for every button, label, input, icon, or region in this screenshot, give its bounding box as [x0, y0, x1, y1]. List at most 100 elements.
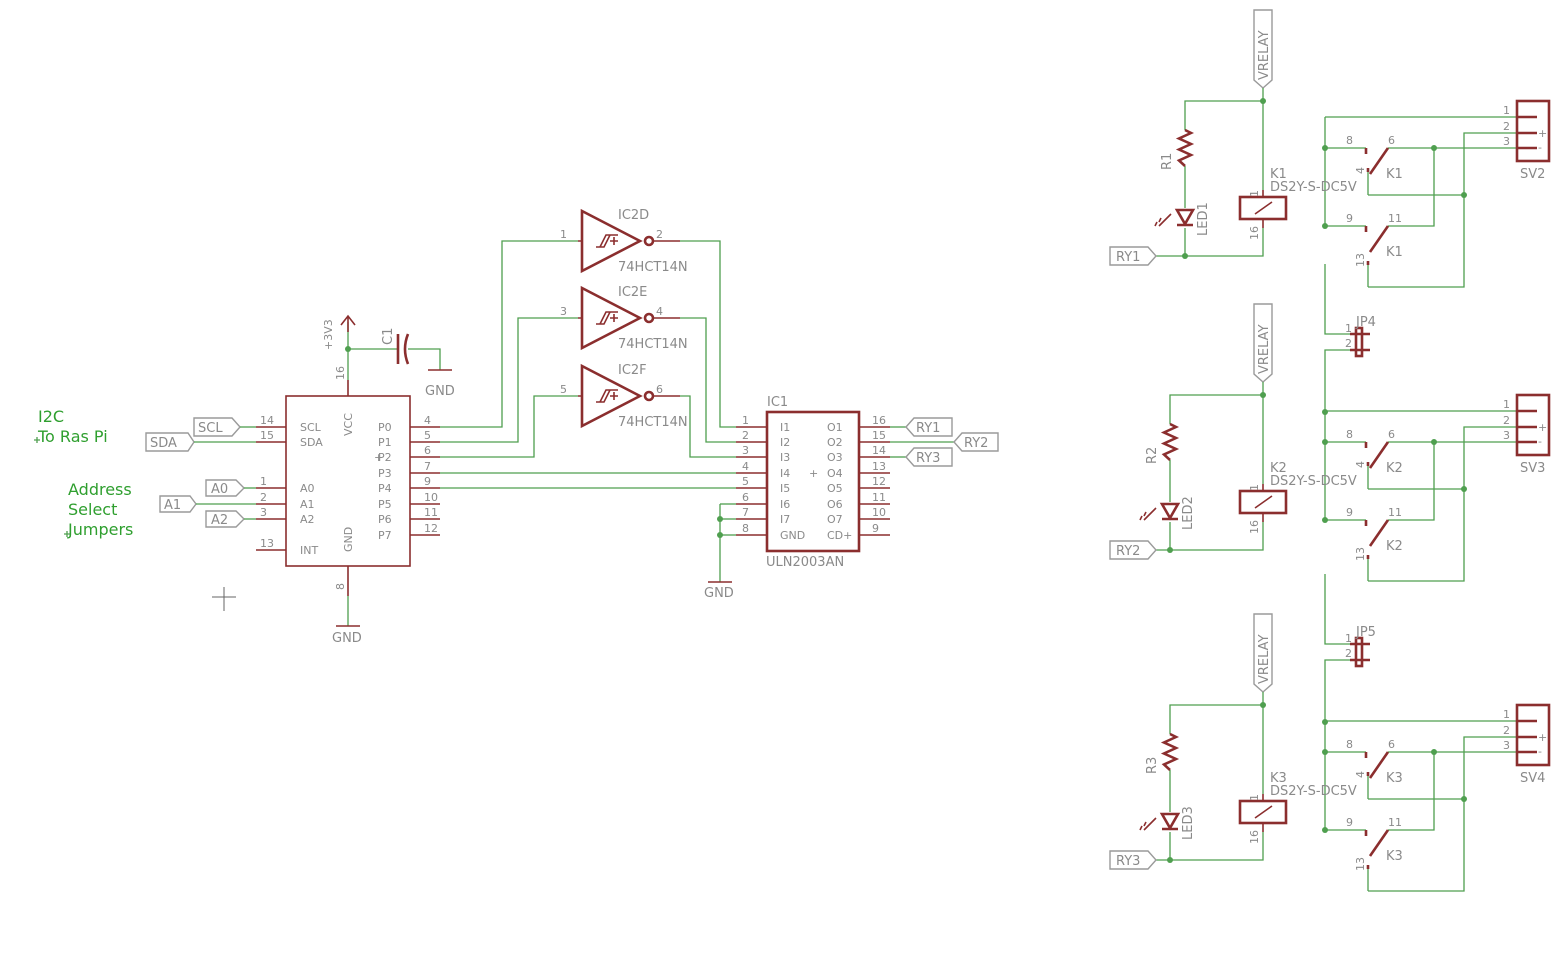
note-address-line3: Jumpers: [67, 520, 133, 539]
expander-pin-number: 3: [260, 506, 267, 519]
svg-text:K1: K1: [1386, 167, 1403, 182]
inverter-bubble: [643, 312, 655, 324]
inverter-name: IC2D: [618, 208, 649, 223]
uln-pin-label: O3: [827, 451, 843, 464]
svg-text:K3: K3: [1386, 771, 1403, 786]
connector-4: 123+-SV4: [1503, 703, 1551, 786]
svg-text:R3: R3: [1145, 757, 1160, 774]
resistor: R3: [1145, 732, 1180, 774]
uln-pin-number: 5: [742, 475, 749, 488]
svg-text:13: 13: [1354, 253, 1367, 267]
capacitor-c1: C1: [381, 328, 410, 365]
net-label-vrelay: VRELAY: [1253, 613, 1273, 693]
svg-text:K1: K1: [1270, 167, 1287, 182]
expander-pin-label: P4: [378, 482, 392, 495]
uln-pin-label: I6: [780, 498, 790, 511]
uln-pin-label: O6: [827, 498, 843, 511]
uln-pin-label: I4: [780, 467, 790, 480]
svg-text:3: 3: [1503, 135, 1510, 148]
uln-pin-number: 15: [872, 429, 886, 442]
junction: [1167, 857, 1173, 863]
expander-pin-number: 9: [424, 475, 431, 488]
relay-wires: [1156, 88, 1517, 288]
led: LED3: [1139, 806, 1196, 840]
svg-text:RY2: RY2: [1116, 544, 1140, 559]
svg-text:LED3: LED3: [1181, 806, 1196, 840]
svg-text:DS2Y-S-DC5V: DS2Y-S-DC5V: [1270, 784, 1357, 799]
svg-text:6: 6: [1388, 428, 1395, 441]
svg-text:+: +: [1538, 127, 1547, 140]
uln-pin-label: O7: [827, 513, 843, 526]
uln-pin-label: CD+: [827, 529, 852, 542]
uln-pin-label: I1: [780, 421, 790, 434]
svg-text:VRELAY: VRELAY: [1257, 30, 1272, 80]
expander-pin-label: P3: [378, 467, 392, 480]
junction: [1167, 547, 1173, 553]
uln-pin-label: O2: [827, 436, 843, 449]
expander-pin-label: P1: [378, 436, 392, 449]
svg-text:3: 3: [1503, 739, 1510, 752]
junction: [1461, 486, 1467, 492]
svg-text:SV3: SV3: [1520, 461, 1545, 476]
net-label-ry2-out: RY2: [953, 432, 999, 452]
svg-text:LED1: LED1: [1196, 202, 1211, 236]
junction: [1260, 702, 1266, 708]
svg-text:SDA: SDA: [150, 436, 177, 451]
svg-text:VRELAY: VRELAY: [1257, 634, 1272, 684]
relay-wires: [1156, 692, 1517, 892]
gnd-expander: GND: [332, 625, 362, 646]
svg-text:C1: C1: [381, 328, 396, 345]
connector-3: 123+-SV3: [1503, 393, 1551, 476]
svg-text:JP5: JP5: [1355, 625, 1376, 640]
expander-pin-label: SDA: [300, 436, 323, 449]
svg-text:16: 16: [1248, 226, 1261, 240]
svg-text:-: -: [1538, 141, 1542, 154]
svg-text:JP4: JP4: [1355, 315, 1376, 330]
uln-pin-number: 11: [872, 491, 886, 504]
uln-pin-label: I2: [780, 436, 790, 449]
svg-text:K2: K2: [1386, 461, 1403, 476]
uln-pin-label: O5: [827, 482, 843, 495]
expander-pin-label: P5: [378, 498, 392, 511]
svg-text:-: -: [1538, 435, 1542, 448]
svg-text:K1: K1: [1386, 245, 1403, 260]
inverter-value: 74HCT14N: [618, 415, 688, 430]
junction: [1182, 253, 1188, 259]
note-i2c-line2: To Ras Pi: [37, 427, 108, 446]
junction: [1431, 749, 1437, 755]
svg-text:2: 2: [1503, 120, 1510, 133]
svg-text:9: 9: [1346, 212, 1353, 225]
svg-text:K3: K3: [1386, 849, 1403, 864]
net-label-a1: A1: [159, 495, 197, 513]
svg-text:3: 3: [1503, 429, 1510, 442]
junction: [1461, 796, 1467, 802]
supply-3v3: +3V3: [322, 314, 356, 350]
uln-pin-label: O1: [827, 421, 843, 434]
svg-text:8: 8: [334, 583, 347, 590]
expander-pin-label: SCL: [300, 421, 322, 434]
inverter-out-pin: 6: [656, 383, 663, 396]
connector-2: 123+-SV2: [1503, 99, 1551, 182]
junction: [1431, 439, 1437, 445]
junction: [1461, 192, 1467, 198]
svg-text:4: 4: [1354, 167, 1367, 174]
expander-pin-label: INT: [300, 544, 318, 557]
svg-text:RY1: RY1: [1116, 250, 1140, 265]
net-label-sda: SDA: [145, 432, 195, 452]
expander-pin-number: 2: [260, 491, 267, 504]
svg-text:RY3: RY3: [916, 451, 940, 466]
uln-pin-label: I7: [780, 513, 790, 526]
svg-text:2: 2: [1345, 647, 1352, 660]
net-label-a2: A2: [205, 510, 245, 528]
